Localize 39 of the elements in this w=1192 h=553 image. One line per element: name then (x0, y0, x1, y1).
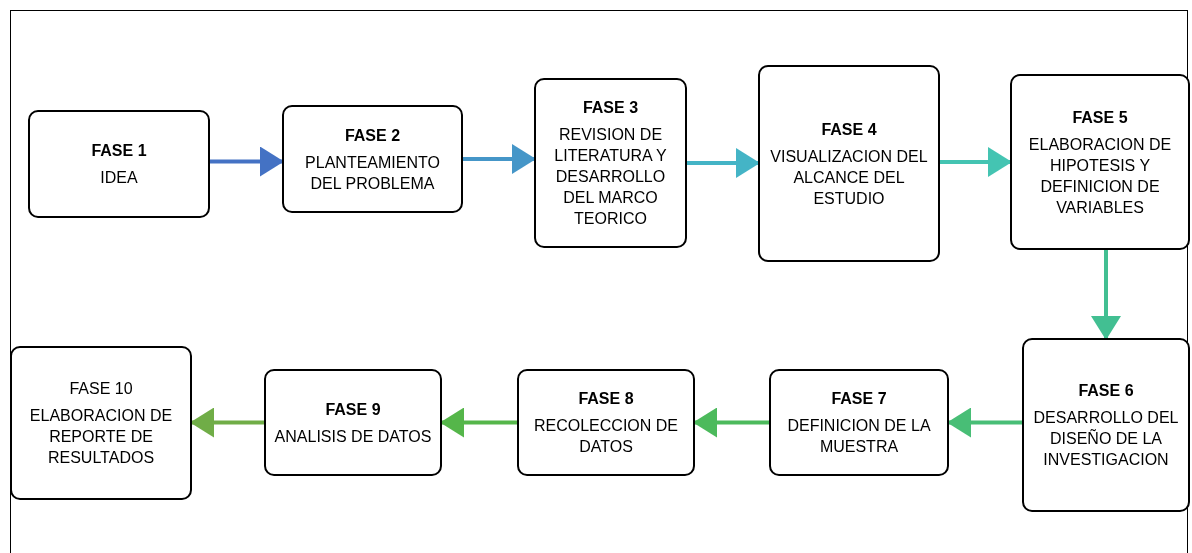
process-box (758, 65, 940, 262)
process-box (264, 369, 442, 476)
process-box (534, 78, 687, 248)
phase-heading: FASE 3 (582, 98, 639, 118)
phase-heading: FASE 10 (69, 379, 133, 399)
process-box (517, 369, 695, 476)
process-box (769, 369, 949, 476)
arrow (693, 407, 769, 438)
arrow (190, 407, 264, 438)
process-box (28, 110, 210, 218)
phase-heading: FASE 4 (821, 119, 877, 140)
arrow (947, 407, 1022, 438)
arrow (210, 146, 284, 177)
phase-description: VISUALIZACION DEL ALCANCE DEL ESTUDIO (769, 146, 929, 209)
phase-description: ELABORACION DE HIPOTESIS Y DEFINICION DE VARIABLES (1027, 134, 1173, 218)
arrow (1091, 250, 1121, 340)
process-box (1022, 338, 1190, 512)
phase-description: DESARROLLO DEL DISEÑO DE LA INVESTIGACION (1032, 408, 1180, 470)
arrow (687, 148, 760, 178)
phase-heading: FASE 2 (344, 125, 401, 146)
phase-description: IDEA (100, 168, 138, 188)
phase-description: REVISION DE LITERATURA Y DESARROLLO DEL MARCO TEORICO (553, 125, 668, 229)
process-box (1010, 74, 1190, 250)
phase-heading: FASE 1 (91, 141, 147, 161)
phase-description: ANALISIS DE DATOS (274, 426, 432, 447)
phase-description: DEFINICION DE LA MUESTRA (786, 416, 932, 457)
phase-heading: FASE 5 (1072, 107, 1128, 128)
arrow (940, 147, 1012, 177)
phase-heading: FASE 8 (578, 389, 634, 409)
arrow (440, 407, 517, 438)
phase-description: ELABORACION DE REPORTE DE RESULTADOS (28, 406, 174, 468)
phase-heading: FASE 6 (1078, 381, 1134, 401)
phase-heading: FASE 9 (325, 399, 381, 420)
phase-heading: FASE 7 (831, 389, 887, 409)
process-box (10, 346, 192, 500)
arrow (463, 144, 536, 174)
process-box (282, 105, 463, 213)
phase-description: PLANTEAMIENTO DEL PROBLEMA (304, 152, 441, 194)
phase-description: RECOLECCION DE DATOS (533, 416, 679, 457)
